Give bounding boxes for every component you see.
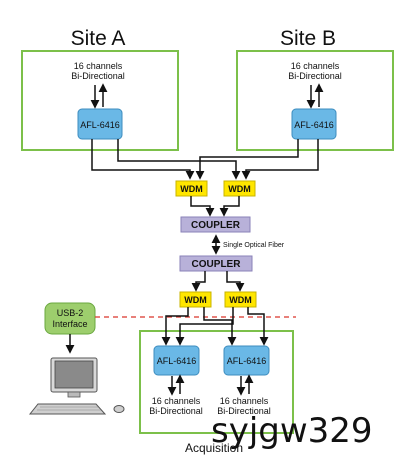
coupler-to-wdm-left bbox=[191, 271, 206, 292]
wdm-right-to-acq-right bbox=[247, 307, 269, 346]
wdm-lower-right-box bbox=[224, 291, 257, 308]
site-a-title: Site A bbox=[71, 27, 126, 50]
wdm-right-to-acq-left bbox=[175, 307, 234, 346]
wdm-right-to-coupler bbox=[219, 196, 240, 217]
site-b-title: Site B bbox=[280, 27, 336, 50]
lower-connections bbox=[161, 307, 269, 346]
site-a-channels-line1: 16 channels bbox=[74, 61, 123, 71]
coupler-upper-box bbox=[180, 216, 251, 233]
wdm-lower-left-box bbox=[179, 291, 212, 308]
usb-line1: USB-2 bbox=[57, 308, 84, 318]
site-a-group: Site A 16 channels Bi-Directional AFL-64… bbox=[21, 27, 179, 151]
site-b-group: Site B 16 channels Bi-Directional AFL-64… bbox=[236, 27, 394, 151]
usb-line2: Interface bbox=[52, 319, 87, 329]
acquisition-box bbox=[139, 330, 294, 434]
acq-left-channels-line2: Bi-Directional bbox=[149, 406, 203, 416]
site-b-to-wdm-right bbox=[241, 139, 319, 180]
wdm-left-to-acq-left bbox=[161, 307, 189, 346]
site-b-afl-label: AFL-6416 bbox=[294, 120, 334, 130]
coupler-to-wdm-lines bbox=[191, 271, 245, 292]
site-b-channels-line2: Bi-Directional bbox=[288, 71, 342, 81]
acq-left-channels-line1: 16 channels bbox=[152, 396, 201, 406]
wdm-to-coupler-lines bbox=[190, 196, 240, 217]
coupler-upper-label: COUPLER bbox=[191, 220, 241, 231]
coupler-lower-box bbox=[179, 255, 253, 272]
site-a-afl-label: AFL-6416 bbox=[80, 120, 120, 130]
site-b-afl-box bbox=[291, 108, 337, 140]
acq-right-channels-line1: 16 channels bbox=[220, 396, 269, 406]
wdm-left-to-acq-right bbox=[203, 307, 237, 346]
acquisition-title: Acquisition bbox=[185, 441, 243, 455]
wdm-left-to-coupler bbox=[190, 196, 215, 217]
upper-connections bbox=[91, 139, 319, 180]
site-a-channels-line2: Bi-Directional bbox=[71, 71, 125, 81]
site-a-to-wdm-left bbox=[91, 139, 195, 180]
site-a-box bbox=[21, 50, 179, 151]
acq-afl-left-label: AFL-6416 bbox=[157, 356, 197, 366]
coupler-to-wdm-right bbox=[226, 271, 245, 292]
site-b-channels-line1: 16 channels bbox=[291, 61, 340, 71]
site-a-afl-box bbox=[77, 108, 123, 140]
coupler-lower-label: COUPLER bbox=[192, 259, 242, 270]
acq-right-channels-line2: Bi-Directional bbox=[217, 406, 271, 416]
acq-afl-right-label: AFL-6416 bbox=[227, 356, 267, 366]
wdm-upper-left-label: WDM bbox=[180, 184, 203, 194]
wdm-upper-right-label: WDM bbox=[228, 184, 251, 194]
site-a-to-wdm-right bbox=[117, 139, 241, 180]
computer-icon bbox=[28, 357, 125, 415]
site-b-box bbox=[236, 50, 394, 151]
site-b-to-wdm-left bbox=[195, 139, 299, 180]
fiber-label: Single Optical Fiber bbox=[223, 242, 285, 249]
wdm-lower-left-label: WDM bbox=[184, 295, 207, 305]
wdm-lower-right-label: WDM bbox=[229, 295, 252, 305]
watermark-text: syjgw329 bbox=[211, 411, 373, 451]
